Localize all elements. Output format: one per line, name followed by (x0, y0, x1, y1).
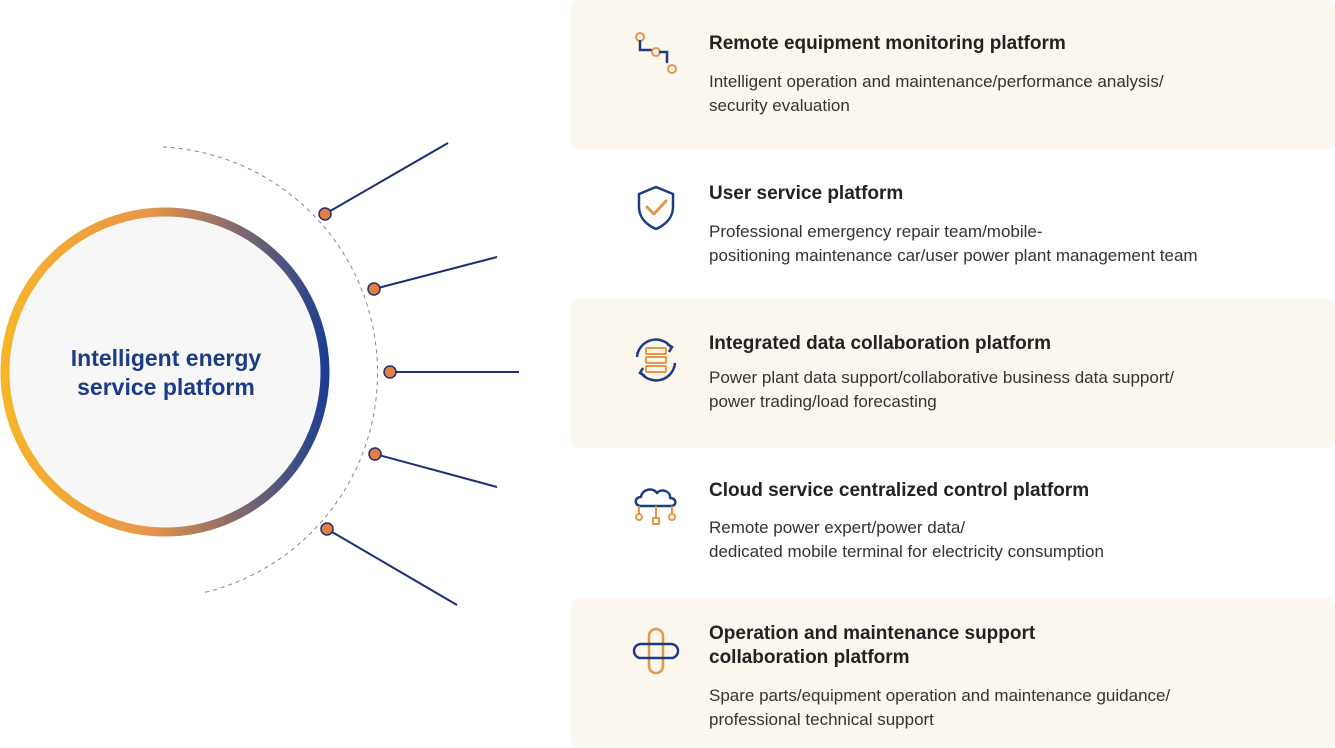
connector-line-1 (324, 142, 449, 215)
connector-line-4 (374, 453, 498, 488)
connector-dot-4 (368, 447, 382, 461)
link-chain-icon (632, 627, 680, 675)
hub-circle-fill (9, 216, 321, 528)
connector-dot-2 (367, 282, 381, 296)
platform-title: Remote equipment monitoring platform (709, 33, 1066, 54)
hub-ring (0, 207, 330, 537)
hub-title-line-1: Intelligent energy (70, 345, 262, 371)
data-sync-icon (635, 338, 677, 382)
platform-title: Integrated data collaboration platform (709, 333, 1052, 354)
hub-title: Intelligent energy service platform (26, 344, 306, 402)
hub-diagram (0, 142, 519, 606)
platform-card-om-support: Operation and maintenance support collab… (571, 598, 1335, 748)
connector-line-2 (373, 256, 498, 290)
connector-dot-3 (383, 365, 397, 379)
connector-dot-1 (318, 207, 332, 221)
cloud-network-icon (634, 488, 677, 525)
platform-card-remote-monitoring: Remote equipment monitoring platform Int… (571, 0, 1335, 150)
platform-title: Cloud service centralized control platfo… (709, 480, 1090, 501)
platform-description: Professional emergency repair team/mobil… (709, 222, 1198, 265)
shield-check-icon (637, 185, 675, 231)
platform-card-data-collaboration: Integrated data collaboration platform P… (571, 299, 1335, 448)
platform-description: Intelligent operation and maintenance/pe… (709, 72, 1164, 115)
platform-description: Power plant data support/collaborative b… (709, 368, 1174, 411)
connector-line-5 (326, 528, 458, 606)
platform-title: Operation and maintenance support collab… (709, 623, 1036, 668)
workflow-nodes-icon (635, 32, 677, 74)
dashed-orbit-arc (162, 146, 378, 594)
connector-dot-5 (320, 522, 334, 536)
hub-title-line-2: service platform (77, 374, 255, 400)
platform-card-cloud-control: Cloud service centralized control platfo… (571, 448, 1335, 598)
platform-description: Remote power expert/power data/ dedicate… (709, 518, 1104, 561)
platform-card-user-service: User service platform Professional emerg… (571, 150, 1335, 298)
platform-description: Spare parts/equipment operation and main… (709, 686, 1171, 729)
platform-title: User service platform (709, 183, 904, 204)
